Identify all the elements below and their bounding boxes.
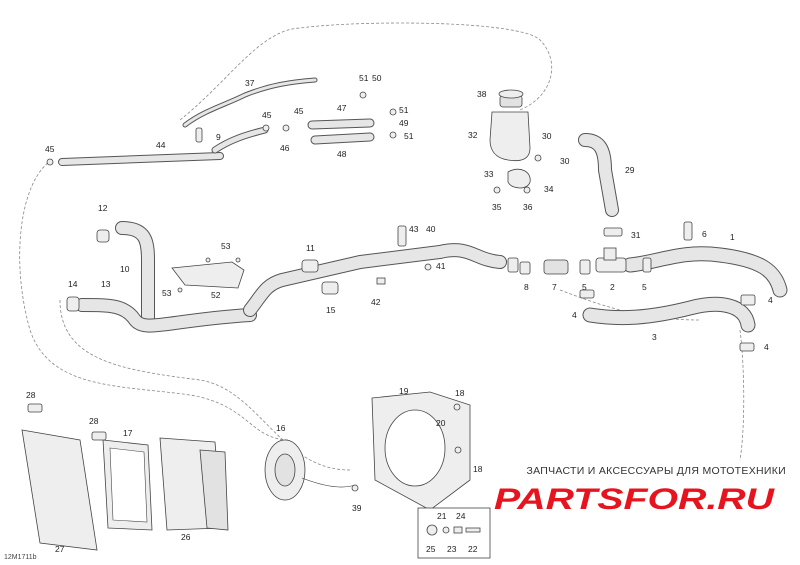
callout-45: 45 [262,110,272,120]
shroud-19 [371,391,471,511]
callout-8: 8 [524,282,529,292]
drawing-id: 12M1711b [4,554,37,561]
radiator-26 [159,437,229,531]
callout-38: 38 [477,89,487,99]
callout-46: 46 [280,143,290,153]
callout-51: 51 [359,73,369,83]
callout-28: 28 [89,416,99,426]
clamps-and-fittings [27,91,756,492]
callout-30: 30 [560,156,570,166]
frame-17 [102,439,153,531]
bracket-33 [507,168,531,189]
callout-4: 4 [768,295,773,305]
callout-26: 26 [181,532,191,542]
callout-16: 16 [276,423,286,433]
callout-32: 32 [468,130,478,140]
hoses-47-48 [307,118,375,145]
callout-45: 45 [45,144,55,154]
callout-4: 4 [764,342,769,352]
callout-49: 49 [399,118,409,128]
callout-13: 13 [101,279,111,289]
callout-51: 51 [404,131,414,141]
watermark-brand: PARTSFOR.RU [494,483,776,514]
hose-29 [578,133,619,217]
callout-34: 34 [544,184,554,194]
callout-42: 42 [371,297,381,307]
watermark-tagline: ЗАПЧАСТИ И АКСЕССУАРЫ ДЛЯ МОТОТЕХНИКИ [526,465,786,477]
callout-35: 35 [492,202,502,212]
fan-16 [264,439,356,501]
callout-33: 33 [484,169,494,179]
tube-40 [243,243,507,317]
callout-19: 19 [399,386,409,396]
line-37 [182,77,318,154]
callout-36: 36 [523,202,533,212]
callout-3: 3 [652,332,657,342]
callout-18: 18 [473,464,483,474]
callout-29: 29 [625,165,635,175]
callout-22: 22 [468,544,478,554]
reservoir-32 [489,89,531,162]
callout-28: 28 [26,390,36,400]
hose-1 [622,246,788,298]
callout-20: 20 [436,418,446,428]
callout-15: 15 [326,305,336,315]
callout-53: 53 [221,241,231,251]
callout-25: 25 [426,544,436,554]
callout-2: 2 [610,282,615,292]
fitting-2 [519,247,627,275]
hose-10-13 [75,221,257,333]
callout-5: 5 [582,282,587,292]
callout-18: 18 [455,388,465,398]
callout-40: 40 [426,224,436,234]
hose-3 [582,296,756,333]
callout-47: 47 [337,103,347,113]
callout-23: 23 [447,544,457,554]
callout-31: 31 [631,230,641,240]
callout-24: 24 [456,511,466,521]
callout-50: 50 [372,73,382,83]
callout-43: 43 [409,224,419,234]
callout-4: 4 [572,310,577,320]
callout-6: 6 [702,229,707,239]
callout-1: 1 [730,232,735,242]
callout-10: 10 [120,264,130,274]
callout-27: 27 [55,544,65,554]
callout-37: 37 [245,78,255,88]
callout-14: 14 [68,279,78,289]
callout-5: 5 [642,282,647,292]
callout-9: 9 [216,132,221,142]
callout-7: 7 [552,282,557,292]
callout-51: 51 [399,105,409,115]
callout-41: 41 [436,261,446,271]
callout-44: 44 [156,140,166,150]
hose-44 [58,152,224,166]
callout-39: 39 [352,503,362,513]
callout-52: 52 [211,290,221,300]
callout-48: 48 [337,149,347,159]
callout-11: 11 [306,243,315,253]
callout-labels: 1 2 3 4 4 4 5 5 6 7 8 9 10 11 12 13 14 1… [26,73,773,554]
callout-30: 30 [542,131,552,141]
panel-27 [21,429,98,551]
callout-21: 21 [437,511,447,521]
callout-45: 45 [294,106,304,116]
callout-53: 53 [162,288,172,298]
watermark-logo: PARTSFOR.RU [494,483,776,514]
bracket-52 [171,261,245,289]
callout-17: 17 [123,428,133,438]
hardware-inset-box [417,507,491,559]
callout-12: 12 [98,203,108,213]
